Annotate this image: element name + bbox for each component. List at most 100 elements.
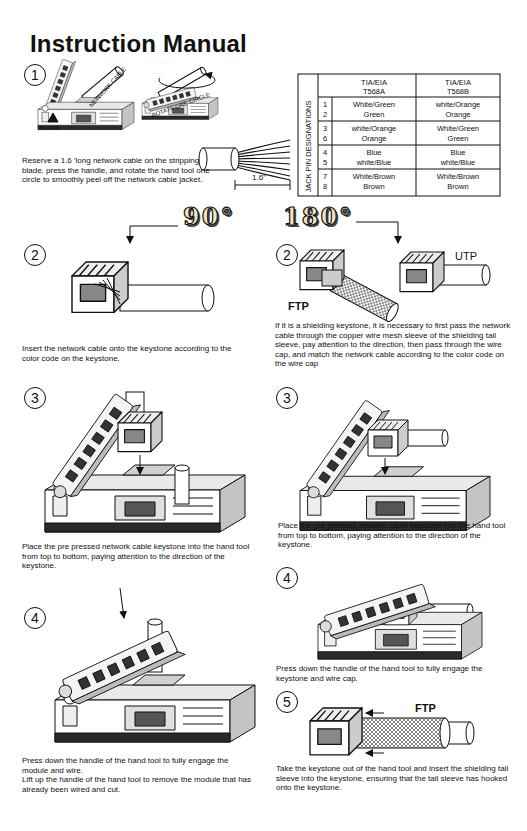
pin-number: 8 xyxy=(318,182,332,191)
crimp-tool-open xyxy=(45,389,245,532)
keystone-with-cable xyxy=(72,262,214,312)
pin-number: 4 xyxy=(318,148,332,157)
step-number: 5 xyxy=(276,691,298,713)
pin-number: 6 xyxy=(318,134,332,143)
column-heading: TIA/EIA T568A xyxy=(352,78,396,96)
crimp-tool-closed-part xyxy=(120,588,124,618)
crimp-tool-open-part xyxy=(118,412,162,452)
stripped-cable-part xyxy=(236,152,290,159)
wire-color: Orange xyxy=(334,134,414,143)
table-heading: JACK PIN DESIGNATIONS xyxy=(304,97,313,197)
stripped-cable-part xyxy=(235,185,290,186)
keystone-with-cable-part xyxy=(95,278,120,304)
wire-color: Green xyxy=(334,110,414,119)
step-number: 2 xyxy=(24,244,46,266)
crimp-tool-open-part xyxy=(175,465,189,471)
dimension-label: 1.6" xyxy=(252,173,266,182)
step-text: Reserve a 1.6 'long network cable on the… xyxy=(22,156,217,185)
crimp-tool-open-part xyxy=(442,430,448,446)
tail-sleeve-assembly xyxy=(310,708,474,755)
wire-color: Blue xyxy=(334,148,414,157)
shielded-keystone-part xyxy=(300,250,344,290)
step-text: If it is a shielding keystone, it is nec… xyxy=(275,321,515,369)
tail-sleeve-assembly-part xyxy=(466,722,474,744)
step-text: Take the keystone out of the hand tool a… xyxy=(276,764,511,793)
step-text: Press down the handle of the hand tool t… xyxy=(276,664,506,683)
crimp-tool-closed xyxy=(317,582,482,659)
wire-color: white/Blue xyxy=(334,158,414,167)
pin-table-part xyxy=(332,97,333,196)
pin-number: 2 xyxy=(318,110,332,119)
direction-arrow xyxy=(130,222,398,243)
wire-color: Brown xyxy=(334,182,414,191)
cable-type: UTP xyxy=(455,250,477,262)
keystone-with-cable-part xyxy=(120,285,208,311)
pin-table-part xyxy=(298,74,500,196)
cable-type: FTP xyxy=(415,702,436,714)
angle-label: 90° xyxy=(183,203,234,231)
stripping-tool-part xyxy=(38,97,134,129)
part-label: BLADE xyxy=(40,125,60,132)
shielded-keystone-part-part xyxy=(384,302,400,323)
crimp-tool-closed-part xyxy=(148,619,162,625)
pin-table-part xyxy=(318,97,500,98)
stripping-tool xyxy=(38,57,134,130)
wire-color: White/Green xyxy=(334,100,414,109)
stripped-cable-part xyxy=(235,180,236,190)
step-number: 3 xyxy=(276,387,298,409)
stripped-cable-part xyxy=(290,180,291,190)
keystone-with-cable-part xyxy=(202,285,214,311)
keystone-with-cable-part xyxy=(72,262,128,312)
step-number: 4 xyxy=(276,567,298,589)
wire-color: white/Orange xyxy=(418,100,498,109)
crimp-tool-open-part xyxy=(140,455,141,474)
step-text: Lift up the handle of the hand tool to r… xyxy=(22,775,252,794)
stripped-cable xyxy=(199,140,290,190)
column-heading: TIA/EIA T568B xyxy=(436,78,480,96)
tail-sleeve-assembly-part xyxy=(366,713,384,714)
step-text: Press down the handle of the hand tool t… xyxy=(22,756,252,775)
pin-table-part xyxy=(318,121,500,122)
crimp-tool-closed xyxy=(55,588,255,742)
wire-color: Green xyxy=(418,134,498,143)
tail-sleeve-assembly-part xyxy=(355,718,445,748)
wire-color: White/Brown xyxy=(334,172,414,181)
crimp-tool-open-part xyxy=(368,420,408,456)
wire-color: Blue xyxy=(418,148,498,157)
direction-arrow-part xyxy=(130,226,178,243)
wire-color: Orange xyxy=(418,110,498,119)
manual-title: Instruction Manual xyxy=(30,30,247,58)
pin-table xyxy=(298,74,500,196)
rotating-tool xyxy=(142,67,218,120)
step-number: 4 xyxy=(24,607,46,629)
tail-sleeve-assembly-part xyxy=(440,718,450,748)
step-text: Place the pre pressed network cable keys… xyxy=(278,521,513,550)
shielded-keystone-part xyxy=(482,265,490,285)
pin-table-part xyxy=(416,74,417,196)
cable-type: FTP xyxy=(288,300,309,312)
step-number: 3 xyxy=(24,387,46,409)
pin-table-part xyxy=(318,74,319,196)
crimp-tool-open-part xyxy=(385,458,386,474)
pin-number: 1 xyxy=(318,100,332,109)
step-text: Place the pre pressed network cable keys… xyxy=(22,542,257,571)
step-text: Insert the network cable onto the keysto… xyxy=(22,344,237,363)
crimp-tool-closed-part xyxy=(55,628,185,709)
wire-color: White/Brown xyxy=(418,172,498,181)
stripping-tool-part xyxy=(48,113,58,122)
wire-color: white/Blue xyxy=(418,158,498,167)
angle-label: 180° xyxy=(283,203,353,231)
rotating-tool-part xyxy=(159,74,215,88)
step-number: 2 xyxy=(276,244,298,266)
wire-color: Brown xyxy=(418,182,498,191)
crimp-tool-open xyxy=(300,396,490,531)
pin-number: 5 xyxy=(318,158,332,167)
shielded-keystone xyxy=(300,250,490,323)
stripped-cable-part xyxy=(231,148,239,170)
shielded-keystone-part xyxy=(400,252,444,292)
direction-arrow-part xyxy=(356,222,398,243)
step-number: 1 xyxy=(24,64,46,86)
crimp-tool-closed-part xyxy=(317,582,435,642)
pin-number: 3 xyxy=(318,124,332,133)
